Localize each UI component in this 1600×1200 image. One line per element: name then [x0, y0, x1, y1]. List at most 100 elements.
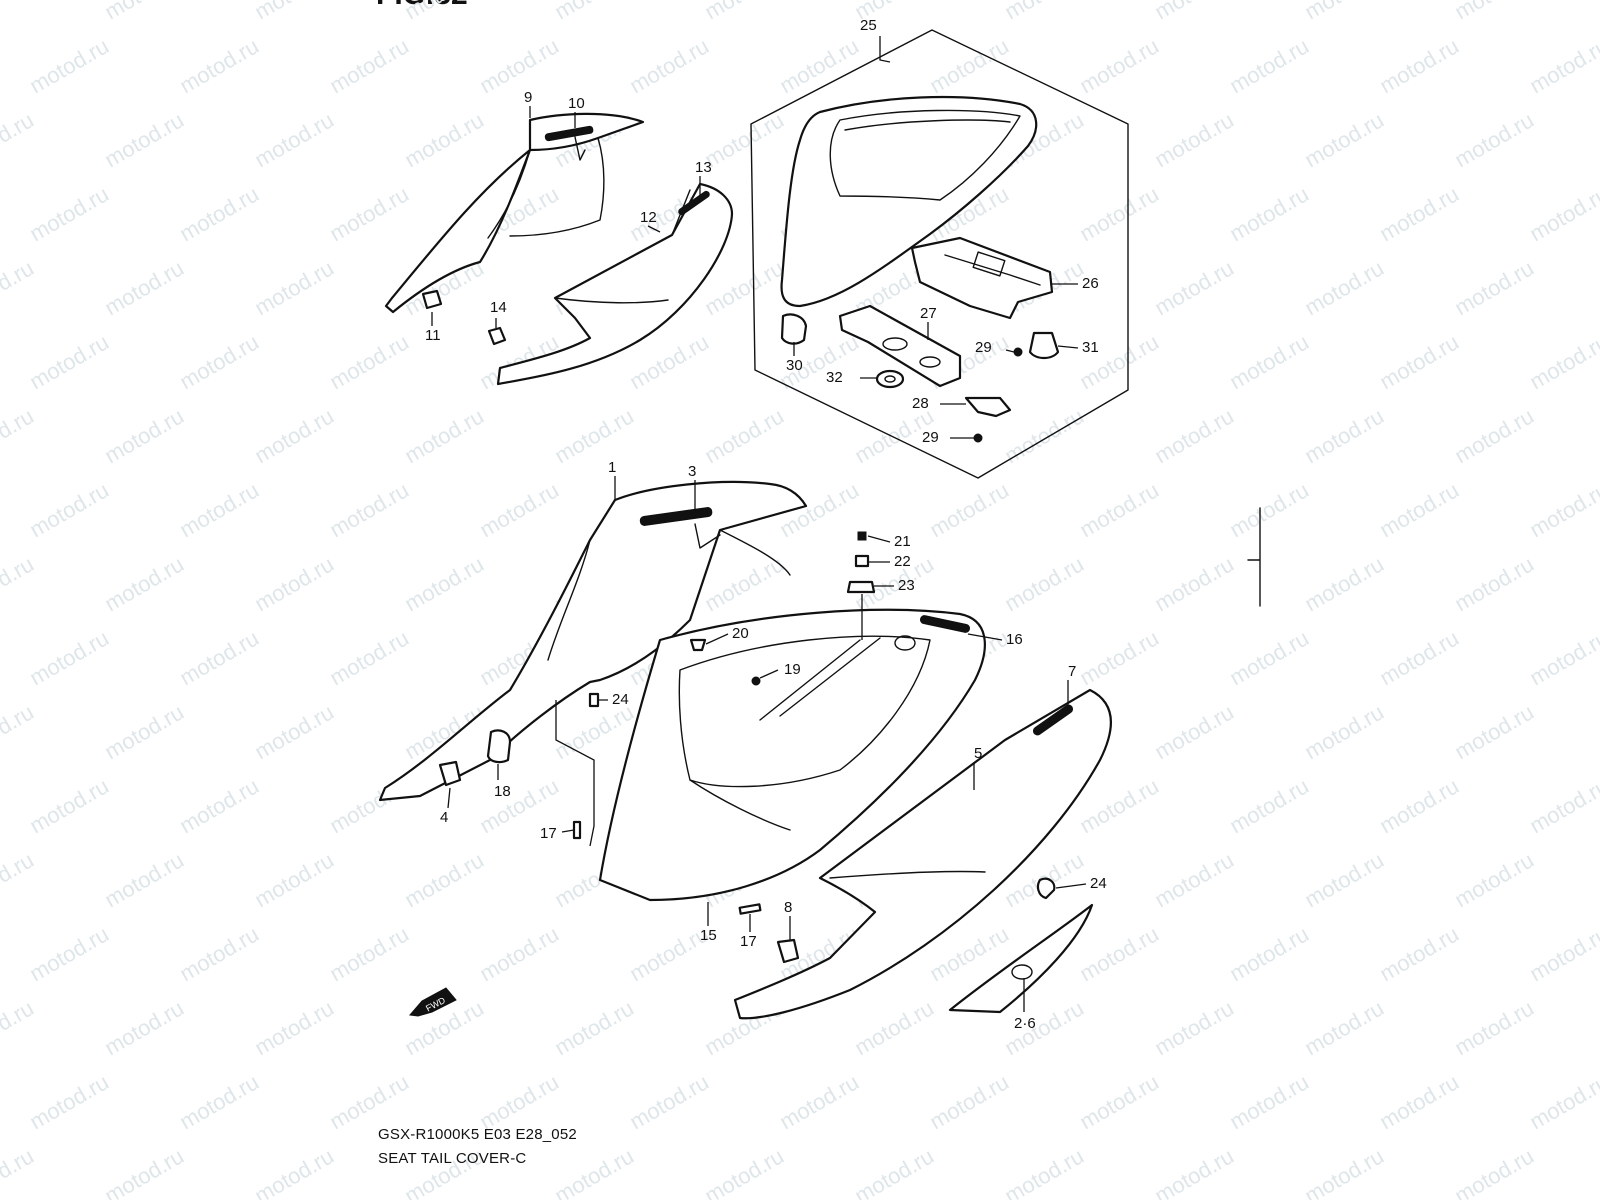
leader-line: [861, 585, 894, 640]
watermark-text: motod.ru: [550, 699, 638, 764]
watermark-text: motod.ru: [1225, 329, 1313, 394]
watermark-text: motod.ru: [1150, 551, 1238, 616]
watermark-text: motod.ru: [400, 403, 488, 468]
watermark-text: motod.ru: [1450, 1143, 1538, 1200]
watermark-text: motod.ru: [700, 1143, 788, 1200]
callout-c28: 28: [912, 395, 929, 412]
watermark-text: motod.ru: [25, 625, 113, 690]
watermark-text: motod.ru: [625, 1069, 713, 1134]
watermark-text: motod.ru: [0, 0, 38, 24]
callout-c15: 15: [700, 927, 717, 944]
watermark-text: motod.ru: [0, 995, 38, 1060]
callout-c7: 7: [1068, 663, 1076, 680]
watermark-text: motod.ru: [550, 1143, 638, 1200]
watermark-text: motod.ru: [1450, 403, 1538, 468]
watermark-text: motod.ru: [175, 33, 263, 98]
watermark-text: motod.ru: [1300, 847, 1388, 912]
watermark-text: motod.ru: [1450, 995, 1538, 1060]
watermark-text: motod.ru: [325, 33, 413, 98]
watermark-text: motod.ru: [1525, 33, 1600, 98]
callout-c5: 5: [974, 745, 982, 762]
watermark-text: motod.ru: [325, 921, 413, 986]
callout-c29b: 29: [922, 429, 939, 446]
watermark-text: motod.ru: [175, 329, 263, 394]
watermark-text: motod.ru: [250, 107, 338, 172]
watermark-text: motod.ru: [100, 255, 188, 320]
watermark-text: motod.ru: [100, 107, 188, 172]
callout-c4: 4: [440, 809, 448, 826]
watermark-text: motod.ru: [700, 403, 788, 468]
watermark-text: motod.ru: [100, 403, 188, 468]
watermark-text: motod.ru: [925, 1069, 1013, 1134]
watermark-text: motod.ru: [325, 329, 413, 394]
watermark-text: motod.ru: [1150, 1143, 1238, 1200]
callout-c24b: 24: [1090, 875, 1107, 892]
watermark-text: motod.ru: [475, 33, 563, 98]
watermark-text: motod.ru: [1075, 1069, 1163, 1134]
watermark-text: motod.ru: [250, 995, 338, 1060]
watermark-text: motod.ru: [475, 1069, 563, 1134]
callout-c3: 3: [688, 463, 696, 480]
watermark-text: motod.ru: [325, 477, 413, 542]
watermark-text: motod.ru: [1225, 477, 1313, 542]
callout-c31: 31: [1082, 339, 1099, 356]
callout-c12: 12: [640, 209, 657, 226]
watermark-text: motod.ru: [1225, 181, 1313, 246]
watermark-text: motod.ru: [1225, 921, 1313, 986]
watermark-text: motod.ru: [1375, 181, 1463, 246]
watermark-text: motod.ru: [1300, 107, 1388, 172]
watermark-text: motod.ru: [175, 921, 263, 986]
watermark-text: motod.ru: [1075, 625, 1163, 690]
watermark-text: motod.ru: [1300, 1143, 1388, 1200]
watermark-text: motod.ru: [250, 255, 338, 320]
watermark-text: motod.ru: [0, 403, 38, 468]
watermark-text: motod.ru: [175, 773, 263, 838]
watermark-text: motod.ru: [1150, 847, 1238, 912]
callout-c11: 11: [425, 327, 441, 344]
watermark-text: motod.ru: [175, 477, 263, 542]
watermark-text: motod.ru: [1150, 403, 1238, 468]
watermark-text: motod.ru: [1225, 625, 1313, 690]
watermark-text: motod.ru: [550, 403, 638, 468]
watermark-text: motod.ru: [775, 1069, 863, 1134]
leader-line: [879, 36, 891, 63]
part-small-tail-cover: [384, 112, 734, 386]
watermark-text: motod.ru: [1375, 921, 1463, 986]
watermark-text: motod.ru: [100, 551, 188, 616]
watermark-text: motod.ru: [100, 847, 188, 912]
callout-c17b: 17: [740, 933, 757, 950]
watermark-text: motod.ru: [1450, 847, 1538, 912]
watermark-text: motod.ru: [175, 181, 263, 246]
watermark-text: motod.ru: [1000, 403, 1088, 468]
watermark-text: motod.ru: [1300, 551, 1388, 616]
watermark-text: motod.ru: [1000, 1143, 1088, 1200]
watermark-text: motod.ru: [1375, 477, 1463, 542]
watermark-text: motod.ru: [325, 181, 413, 246]
watermark-text: motod.ru: [0, 847, 38, 912]
watermark-text: motod.ru: [475, 477, 563, 542]
watermark-text: motod.ru: [1300, 0, 1388, 24]
watermark-text: motod.ru: [175, 1069, 263, 1134]
watermark-text: motod.ru: [625, 33, 713, 98]
watermark-text: motod.ru: [1150, 995, 1238, 1060]
caption-model: GSX-R1000K5 E03 E28_052: [378, 1126, 577, 1143]
callout-c10: 10: [568, 95, 585, 112]
seat-assembly-outline: [750, 29, 1129, 479]
callout-c29a: 29: [975, 339, 992, 356]
watermark-text: motod.ru: [25, 33, 113, 98]
watermark-text: motod.ru: [1450, 0, 1538, 24]
watermark-text: motod.ru: [250, 403, 338, 468]
watermark-text: motod.ru: [1300, 255, 1388, 320]
callout-c8: 8: [784, 899, 792, 916]
watermark-text: motod.ru: [100, 699, 188, 764]
watermark-text: motod.ru: [1525, 773, 1600, 838]
watermark-text: motod.ru: [1525, 625, 1600, 690]
watermark-text: motod.ru: [25, 1069, 113, 1134]
callout-c14: 14: [490, 299, 507, 316]
watermark-text: motod.ru: [400, 551, 488, 616]
watermark-text: motod.ru: [1150, 0, 1238, 24]
leader-line: [447, 787, 451, 809]
callout-c20: 20: [732, 625, 749, 642]
watermark-text: motod.ru: [1150, 699, 1238, 764]
watermark-text: motod.ru: [250, 551, 338, 616]
